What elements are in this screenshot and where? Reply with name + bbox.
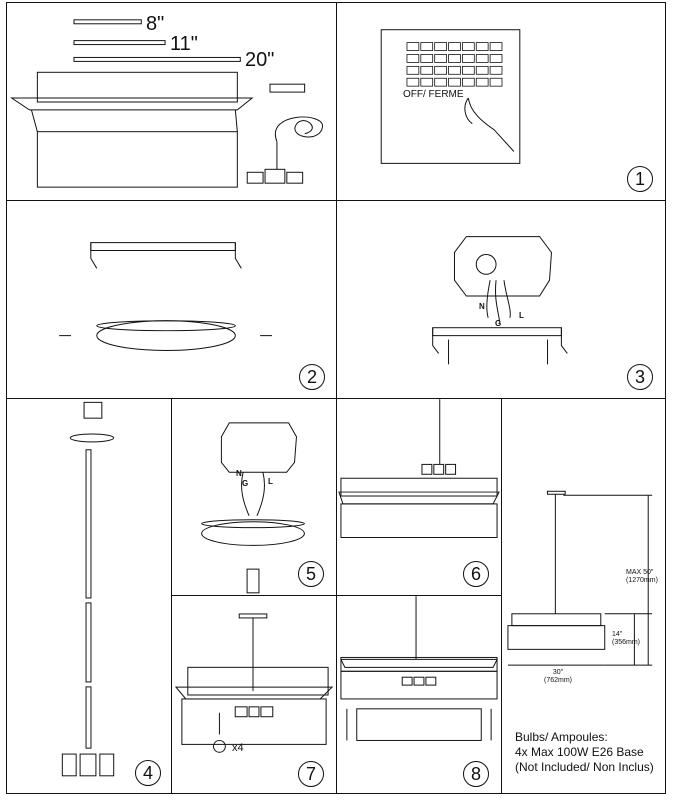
shade-bottom <box>340 503 498 538</box>
step-7-panel: x4 7 <box>171 595 337 794</box>
rod-8in <box>73 19 142 25</box>
wires-icon <box>486 280 511 324</box>
wire-coil <box>274 116 323 142</box>
parts-illustration <box>9 19 323 188</box>
rod-20in <box>73 56 241 62</box>
step-5-number: 5 <box>298 561 324 587</box>
shade-top <box>36 71 238 103</box>
rod-middle <box>85 602 92 683</box>
step-6-number: 6 <box>463 561 489 587</box>
bulb-info-spec: 4x Max 100W E26 Base <box>515 745 644 759</box>
step-7-number: 7 <box>298 761 324 787</box>
step-6-panel: 6 <box>336 398 502 596</box>
switch-off-label: OFF/ FERME <box>403 89 464 100</box>
junction-box <box>220 422 297 473</box>
canopy-wiring-illustration <box>201 422 305 594</box>
wire-label-g: G <box>242 479 249 488</box>
diffuser-pan <box>174 686 334 700</box>
breaker-illustration <box>380 29 521 164</box>
rod-length-11: 11" <box>170 33 198 55</box>
wire-label-l: L <box>519 311 524 320</box>
shade-bottom <box>340 670 498 700</box>
bulb-icon <box>213 739 226 753</box>
fixture-top <box>511 613 602 627</box>
breaker-box <box>380 29 521 164</box>
shade-install-illustration <box>338 399 500 538</box>
height-max-mm: (1270mm) <box>626 577 658 584</box>
step-3-panel: N G L 3 <box>336 200 666 399</box>
bulb-info: Bulbs/ Ampoules: 4x Max 100W E26 Base (N… <box>515 730 675 775</box>
step-4-number: 4 <box>135 760 161 786</box>
height-max-value: MAX 50" <box>626 569 654 576</box>
shade-bottom <box>181 698 327 745</box>
shade-height-mm: (356mm) <box>612 639 641 646</box>
rod-upper <box>85 449 92 599</box>
wire-label-g: G <box>495 319 502 328</box>
rod-length-20: 20" <box>245 49 275 71</box>
rod-lower <box>85 686 92 749</box>
bracket <box>432 327 562 337</box>
bulb-info-title: Bulbs/ Ampoules: <box>515 730 608 744</box>
canopy-stem <box>246 568 260 594</box>
step-2-number: 2 <box>299 364 325 390</box>
diffuser-pan <box>338 491 500 505</box>
shade-bottom <box>36 131 238 188</box>
hand-icon <box>464 97 515 152</box>
wire-label-n: N <box>479 302 485 311</box>
step-4-panel: 4 <box>6 398 172 794</box>
step-3-number: 3 <box>627 364 653 390</box>
parts-panel: 8" 11" 20" <box>6 2 337 201</box>
dimension-drawing <box>507 490 653 666</box>
step-8-number: 8 <box>463 761 489 787</box>
rod-assembly-illustration <box>61 401 115 777</box>
fixture-shade <box>507 625 606 650</box>
rod-length-8: 8" <box>146 13 165 35</box>
dimensions-panel: MAX 50" (1270mm) 14" (356mm) 30" (762mm) <box>501 398 666 794</box>
diffuser-panel <box>356 708 482 741</box>
step-2-panel: 2 <box>6 200 337 399</box>
diffuser-pan <box>9 97 254 111</box>
width-mm: (762mm) <box>544 677 573 684</box>
wire-label-l: L <box>268 477 273 486</box>
bulb-count: x4 <box>232 742 244 754</box>
height-max-label: MAX 50" (1270mm) <box>626 569 658 585</box>
junction-box <box>453 236 552 297</box>
canopy-plate <box>96 320 236 351</box>
rod-11in <box>73 40 166 46</box>
step-5-panel: N G L 5 <box>171 398 337 596</box>
shade-height-label: 14" (356mm) <box>612 631 640 647</box>
crossbar-mounting-illustration <box>59 242 272 351</box>
width-value: 30" <box>552 669 564 676</box>
diffuser-install-illustration <box>340 596 498 741</box>
wiring-illustration <box>432 236 568 365</box>
bulb-info-note: (Not Included/ Non Inclus) <box>515 760 654 774</box>
wire-label-n: N <box>236 469 242 478</box>
width-label: 30" (762mm) <box>544 669 572 685</box>
step-1-panel: OFF/ FERME 1 <box>336 2 666 201</box>
shade-top <box>187 666 329 696</box>
wires-icon <box>241 472 265 516</box>
bulb-install-illustration <box>174 613 334 753</box>
mounting-bracket <box>90 242 236 251</box>
shade-top <box>340 477 498 497</box>
shade-height-value: 14" <box>612 631 623 638</box>
step-1-number: 1 <box>627 166 653 192</box>
canopy-plate <box>201 521 305 546</box>
crossbar-part <box>269 83 306 93</box>
canopy <box>69 433 115 443</box>
step-8-panel: 8 <box>336 595 502 794</box>
